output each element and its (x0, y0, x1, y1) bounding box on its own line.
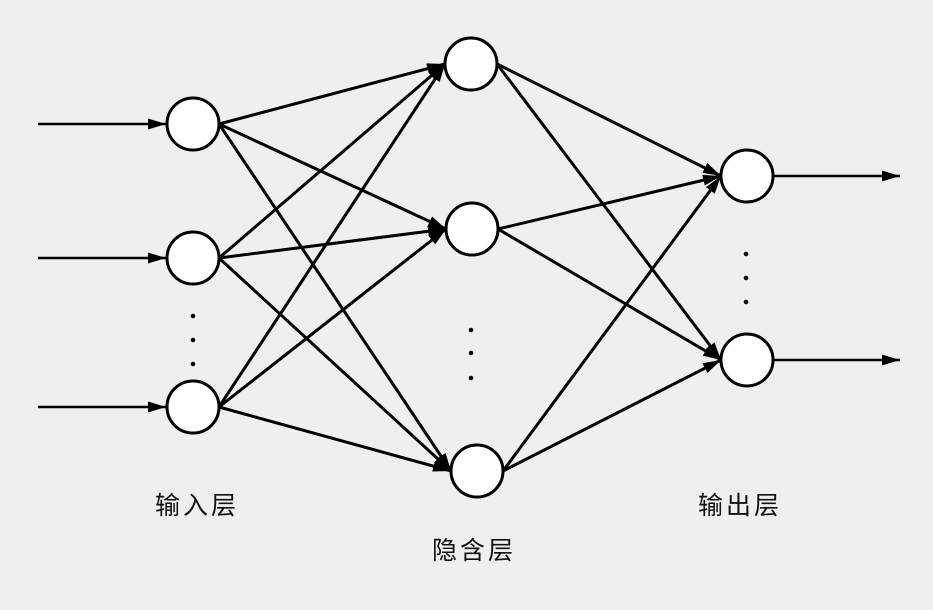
edge-I1-H3 (217, 123, 453, 472)
output-node-O1 (719, 148, 775, 204)
ellipsis-hidden-layer (468, 327, 474, 381)
ellipsis-input-layer (190, 313, 196, 367)
output-node-O2 (719, 332, 775, 388)
label-input-layer: 输入层 (154, 491, 240, 520)
input-node-I1 (165, 96, 221, 152)
hidden-node-H3 (449, 443, 505, 499)
edge-I2-H1 (218, 62, 446, 260)
edge-I3-H3 (218, 405, 452, 473)
edge-H2-O1 (497, 174, 722, 231)
edge-I2-H3 (217, 256, 453, 473)
label-hidden-layer: 隐含层 (431, 536, 517, 565)
edge-I2-H2 (218, 225, 447, 260)
edge-H1-O2 (495, 63, 723, 361)
edge-I3-H2 (218, 227, 447, 409)
edge-I1-H1 (218, 62, 446, 126)
label-output-layer: 输出层 (697, 491, 783, 520)
hidden-node-H2 (444, 201, 500, 257)
edge-H1-O1 (496, 62, 722, 178)
hidden-node-H1 (443, 36, 499, 92)
input-node-I3 (165, 379, 221, 435)
edge-H3-O2 (502, 358, 722, 473)
ellipsis-output-layer (743, 251, 749, 305)
input-node-I2 (165, 230, 221, 286)
edge-I3-H1 (217, 63, 447, 408)
edge-H3-O1 (501, 175, 723, 472)
edge-I1-H2 (218, 122, 447, 231)
edge-H2-O2 (497, 227, 722, 362)
